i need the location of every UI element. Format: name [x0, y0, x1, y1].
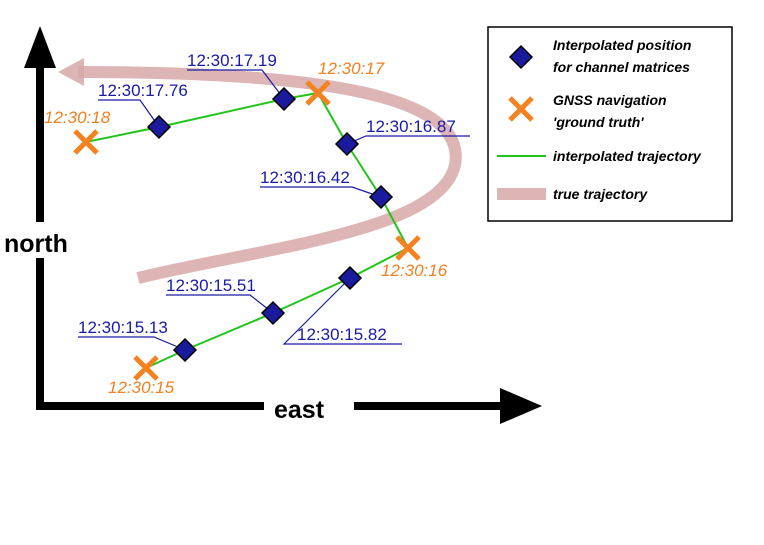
leader-17-76	[98, 99, 160, 128]
legend-pink-bar-icon	[497, 188, 546, 200]
east-axis-label: east	[274, 396, 325, 424]
legend-interp-line1: Interpolated position	[553, 37, 691, 53]
interp-point-15-13	[172, 337, 198, 363]
gnss-label-16: 12:30:16	[381, 261, 448, 280]
legend-interp-traj-label: interpolated trajectory	[553, 148, 702, 164]
leader-15-13	[78, 336, 186, 351]
interp-label-15-13: 12:30:15.13	[78, 318, 168, 337]
legend-gnss-line1: GNSS navigation	[553, 92, 667, 108]
interpolated-markers	[146, 86, 394, 363]
legend: Interpolated position for channel matric…	[487, 26, 733, 222]
interp-point-15-82	[337, 265, 363, 291]
interp-label-17-76: 12:30:17.76	[98, 81, 188, 100]
legend-interp-line2: for channel matrices	[553, 59, 690, 75]
interp-label-17-19: 12:30:17.19	[187, 51, 277, 70]
east-axis-arrowhead	[500, 388, 542, 424]
interp-label-15-82: 12:30:15.82	[297, 325, 387, 344]
gnss-point-17	[305, 80, 331, 106]
east-label-bg	[264, 388, 354, 422]
north-axis-label: north	[4, 230, 68, 258]
leader-15-82	[282, 277, 402, 345]
leader-15-51	[166, 294, 274, 314]
interp-label-16-87: 12:30:16.87	[366, 117, 456, 136]
legend-diamond-icon	[508, 44, 534, 70]
interp-point-17-76	[146, 114, 172, 140]
legend-x-icon	[508, 96, 534, 122]
gnss-point-18	[73, 129, 99, 155]
gnss-point-16	[395, 235, 421, 261]
interp-point-16-87	[334, 131, 360, 157]
gnss-markers	[73, 80, 421, 381]
interp-point-17-19	[271, 86, 297, 112]
interp-label-16-42: 12:30:16.42	[260, 168, 350, 187]
gnss-label-18: 12:30:18	[44, 108, 111, 127]
label-leaders	[78, 69, 470, 351]
true-trajectory-arrowhead	[58, 58, 84, 86]
true-trajectory-path	[77, 66, 462, 284]
leader-16-42	[260, 186, 382, 198]
gnss-label-15: 12:30:15	[108, 378, 175, 397]
gnss-point-15	[133, 355, 159, 381]
north-axis-arrowhead	[24, 26, 56, 68]
interp-label-15-51: 12:30:15.51	[166, 276, 256, 295]
leader-17-19	[187, 69, 285, 100]
interp-point-15-51	[260, 300, 286, 326]
north-label-bg	[2, 222, 80, 258]
legend-true-traj-label: true trajectory	[553, 186, 648, 202]
legend-gnss-line2: 'ground truth'	[553, 114, 644, 130]
gnss-label-17: 12:30:17	[318, 59, 385, 78]
interp-point-16-42	[368, 184, 394, 210]
